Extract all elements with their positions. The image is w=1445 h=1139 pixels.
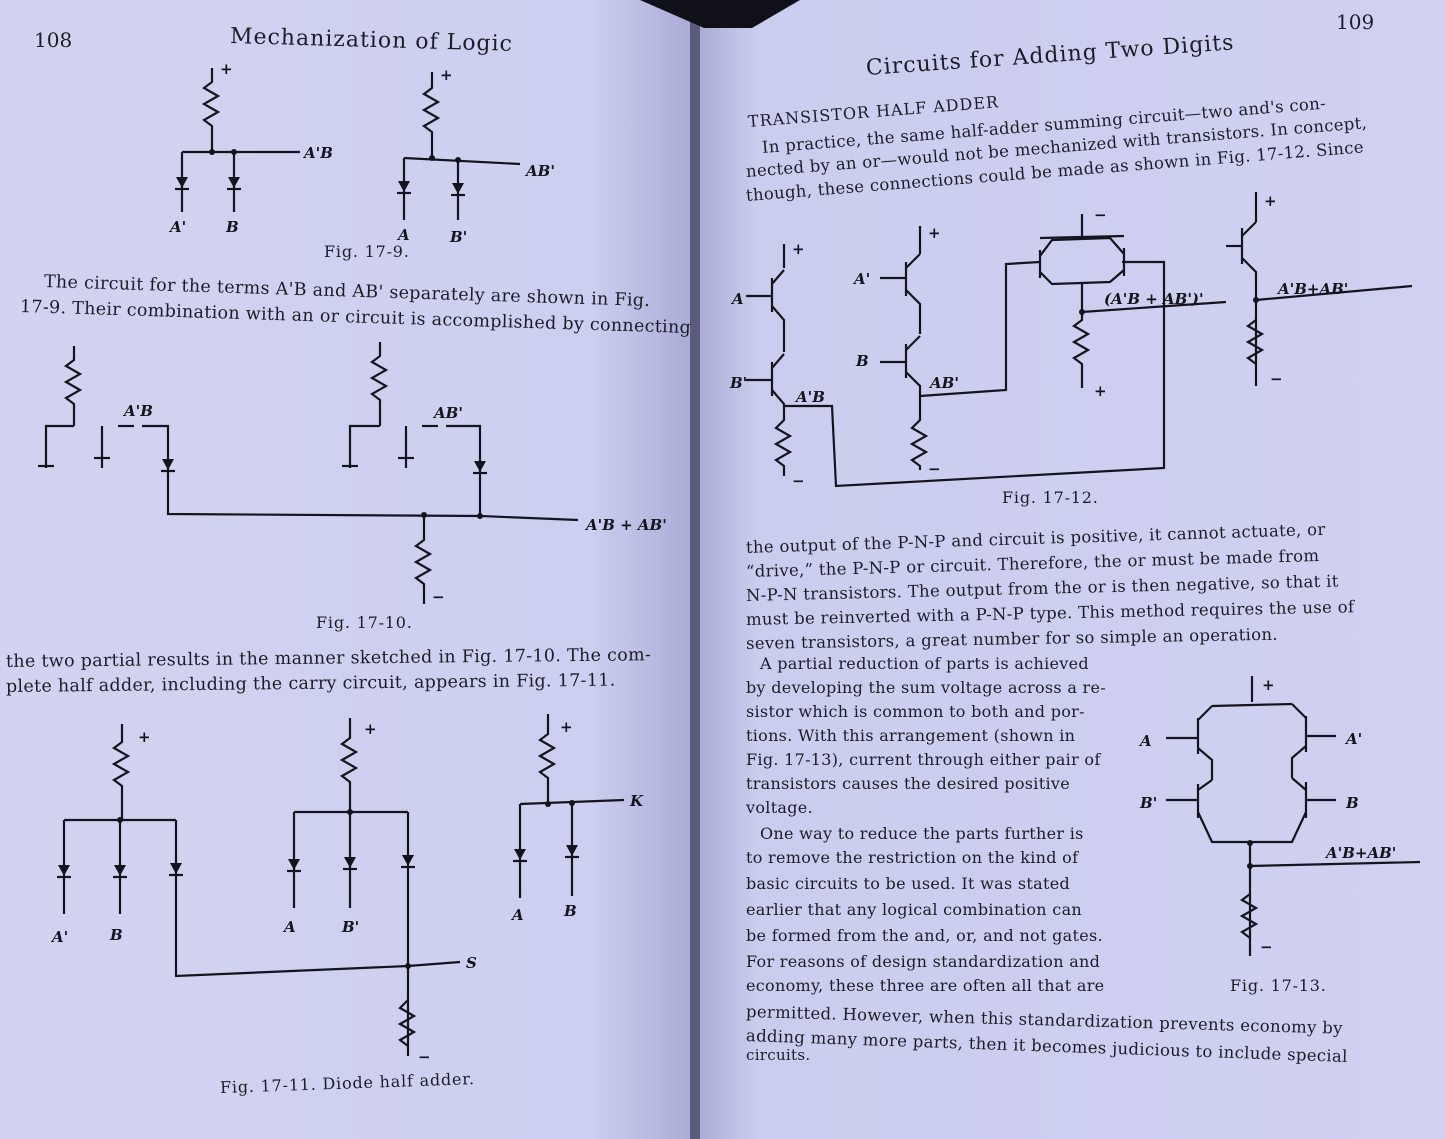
right-text-line: by developing the sum voltage across a r…	[746, 678, 1106, 697]
fig-17-13-diagram: + A A' B' B A'B+AB' −	[1138, 676, 1421, 956]
fig-17-9-label: AB'	[524, 162, 555, 180]
fig-17-9-label: B'	[449, 228, 467, 246]
fig-17-10-diagram: A'B AB' A'B + AB' −	[38, 342, 667, 606]
right-text-line: to remove the restriction on the kind of	[746, 848, 1079, 867]
fig-17-10-label: A'B + AB'	[584, 516, 667, 534]
fig-17-12-label: −	[792, 472, 805, 490]
fig-17-13-label: B	[1345, 794, 1359, 812]
fig-17-13-label: A	[1138, 732, 1152, 750]
fig-17-9-label: +	[220, 60, 233, 78]
fig-17-11-label: K	[629, 792, 644, 810]
fig-17-12-label: A'B	[794, 388, 825, 406]
fig-17-11-label: B	[563, 902, 577, 920]
fig-17-13-label: A'	[1344, 730, 1362, 748]
fig-17-11-label: A	[282, 918, 296, 936]
right-text-line: basic circuits to be used. It was stated	[746, 874, 1071, 893]
fig-17-12-label: B	[855, 352, 869, 370]
fig-17-12-label: +	[1094, 382, 1107, 400]
fig-17-13-label: −	[1260, 938, 1273, 956]
fig-17-11-label: A	[510, 906, 524, 924]
fig-17-10-label: AB'	[432, 404, 463, 422]
fig-17-12-label: A	[730, 290, 744, 308]
fig-17-13-label: B'	[1139, 794, 1157, 812]
fig-17-9-label: A	[396, 226, 410, 244]
right-text-line: circuits.	[746, 1046, 811, 1064]
fig-17-11-label: A'	[50, 928, 68, 946]
fig-17-9-label: A'B	[302, 144, 333, 162]
book-gutter	[690, 0, 700, 1139]
fig-17-11-label: +	[138, 728, 151, 746]
fig-17-12-label: A'	[852, 270, 870, 288]
fig-17-11-label: S	[466, 954, 477, 972]
fig-17-12-label: +	[792, 240, 805, 258]
fig-17-10-label: −	[432, 588, 445, 606]
fig-17-11-label: −	[418, 1048, 431, 1066]
fig-17-12-label: AB'	[928, 374, 959, 392]
fig-17-13-label: A'B+AB'	[1324, 844, 1396, 862]
right-page-number: 109	[1336, 10, 1375, 34]
right-text-line: sistor which is common to both and por-	[746, 702, 1085, 721]
right-text-line: economy, these three are often all that …	[746, 976, 1105, 995]
fig-17-10-label: A'B	[122, 402, 153, 420]
right-text-line: voltage.	[746, 798, 813, 817]
fig-17-12-label: A'B+AB'	[1276, 280, 1348, 298]
fig-17-12-label: +	[928, 224, 941, 242]
right-text-line: earlier that any logical combination can	[746, 900, 1083, 919]
fig-17-11-diagram: + A' B + A B' S − + K A B	[50, 714, 644, 1066]
right-text-line: A partial reduction of parts is achieved	[760, 654, 1089, 673]
left-page	[0, 0, 694, 1139]
fig-17-10-caption: Fig. 17-10.	[316, 613, 413, 632]
right-text-line: One way to reduce the parts further is	[760, 824, 1084, 843]
fig-17-13-caption: Fig. 17-13.	[1230, 976, 1327, 995]
right-text-line: be formed from the and, or, and not gate…	[746, 926, 1103, 945]
fig-17-9-label: +	[440, 66, 453, 84]
fig-17-12-label: −	[928, 460, 941, 478]
fig-17-11-label: +	[560, 718, 573, 736]
fig-17-9-diagram: + A'B A' B + AB' A B'	[168, 60, 555, 246]
fig-17-12-diagram: + A B' A'B − + A' B AB' −	[729, 192, 1413, 490]
right-text-line: For reasons of design standardization an…	[746, 952, 1101, 971]
fig-17-13-label: +	[1262, 676, 1275, 694]
fig-17-9-label: A'	[168, 218, 186, 236]
fig-17-12-label: +	[1264, 192, 1277, 210]
right-page	[697, 0, 1445, 1139]
fig-17-12-label: −	[1094, 206, 1107, 224]
fig-17-12-label: −	[1270, 370, 1283, 388]
fig-17-11-label: B	[109, 926, 123, 944]
right-text-line: transistors causes the desired positive	[746, 774, 1070, 793]
fig-17-9-label: B	[225, 218, 239, 236]
fig-17-9-caption: Fig. 17-9.	[324, 242, 410, 261]
fig-17-12-label: (A'B + AB')'	[1104, 290, 1204, 308]
fig-17-11-label: +	[364, 720, 377, 738]
fig-17-12-caption: Fig. 17-12.	[1002, 488, 1099, 507]
fig-17-12-label: B'	[729, 374, 747, 392]
left-page-number: 108	[34, 28, 73, 52]
fig-17-11-label: B'	[341, 918, 359, 936]
right-text-line: Fig. 17-13), current through either pair…	[746, 750, 1101, 769]
right-text-line: tions. With this arrangement (shown in	[746, 726, 1076, 745]
